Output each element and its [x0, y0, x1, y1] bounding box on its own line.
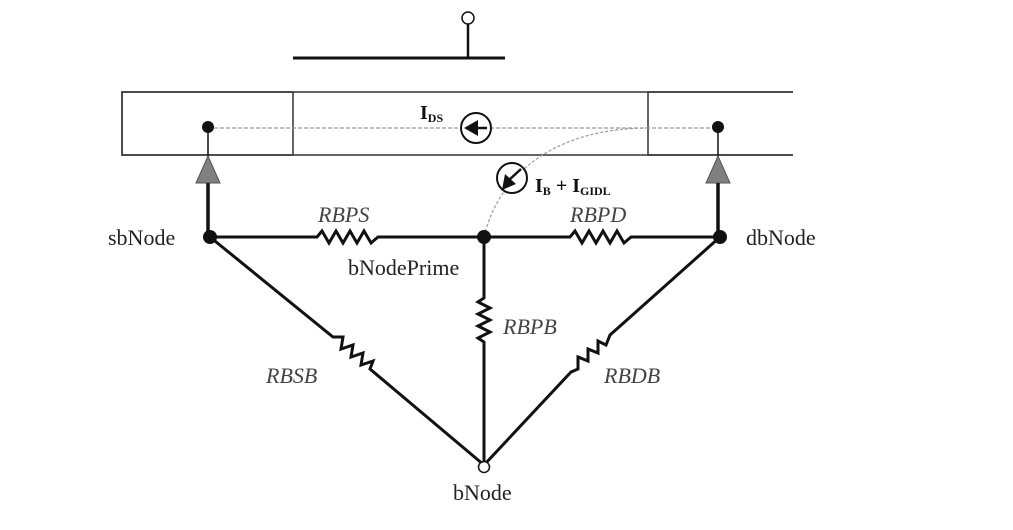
- ib-igidl-current-source-icon: [496, 162, 528, 194]
- wires: [209, 228, 721, 467]
- drain-diode-icon: [705, 154, 731, 184]
- rbdb-resistor: [482, 235, 721, 467]
- source-diode-icon: [195, 154, 221, 184]
- rbsb-label: RBSB: [265, 363, 317, 388]
- bnode-label: bNode: [453, 480, 512, 505]
- bnodeprime-label: bNodePrime: [348, 255, 459, 280]
- dbnode-label: dbNode: [746, 225, 816, 250]
- rbsb-resistor: [209, 235, 485, 467]
- sbnode-label: sbNode: [108, 225, 175, 250]
- rbpb-resistor: [474, 237, 494, 465]
- dbnode-dot: [713, 230, 727, 244]
- gate-terminal-circle: [461, 11, 475, 25]
- ids-current-source-icon: [460, 112, 492, 144]
- rbps-label: RBPS: [317, 202, 369, 227]
- rbpb-label: RBPB: [502, 314, 557, 339]
- drain-region: [647, 91, 803, 156]
- rbps-resistor: [210, 228, 484, 246]
- rbpd-label: RBPD: [569, 202, 626, 227]
- gate-terminal: [293, 11, 505, 60]
- clip-mask: [793, 88, 813, 160]
- rbpd-resistor: [484, 228, 720, 246]
- bnode-terminal-circle: [477, 460, 491, 474]
- ib-current-path: [483, 127, 649, 238]
- rbdb-label: RBDB: [603, 363, 660, 388]
- sbnode-dot: [203, 230, 217, 244]
- bnodeprime-dot: [477, 230, 491, 244]
- ib-igidl-label: IB + IGIDL: [535, 175, 611, 198]
- ids-label: IDS: [420, 102, 443, 125]
